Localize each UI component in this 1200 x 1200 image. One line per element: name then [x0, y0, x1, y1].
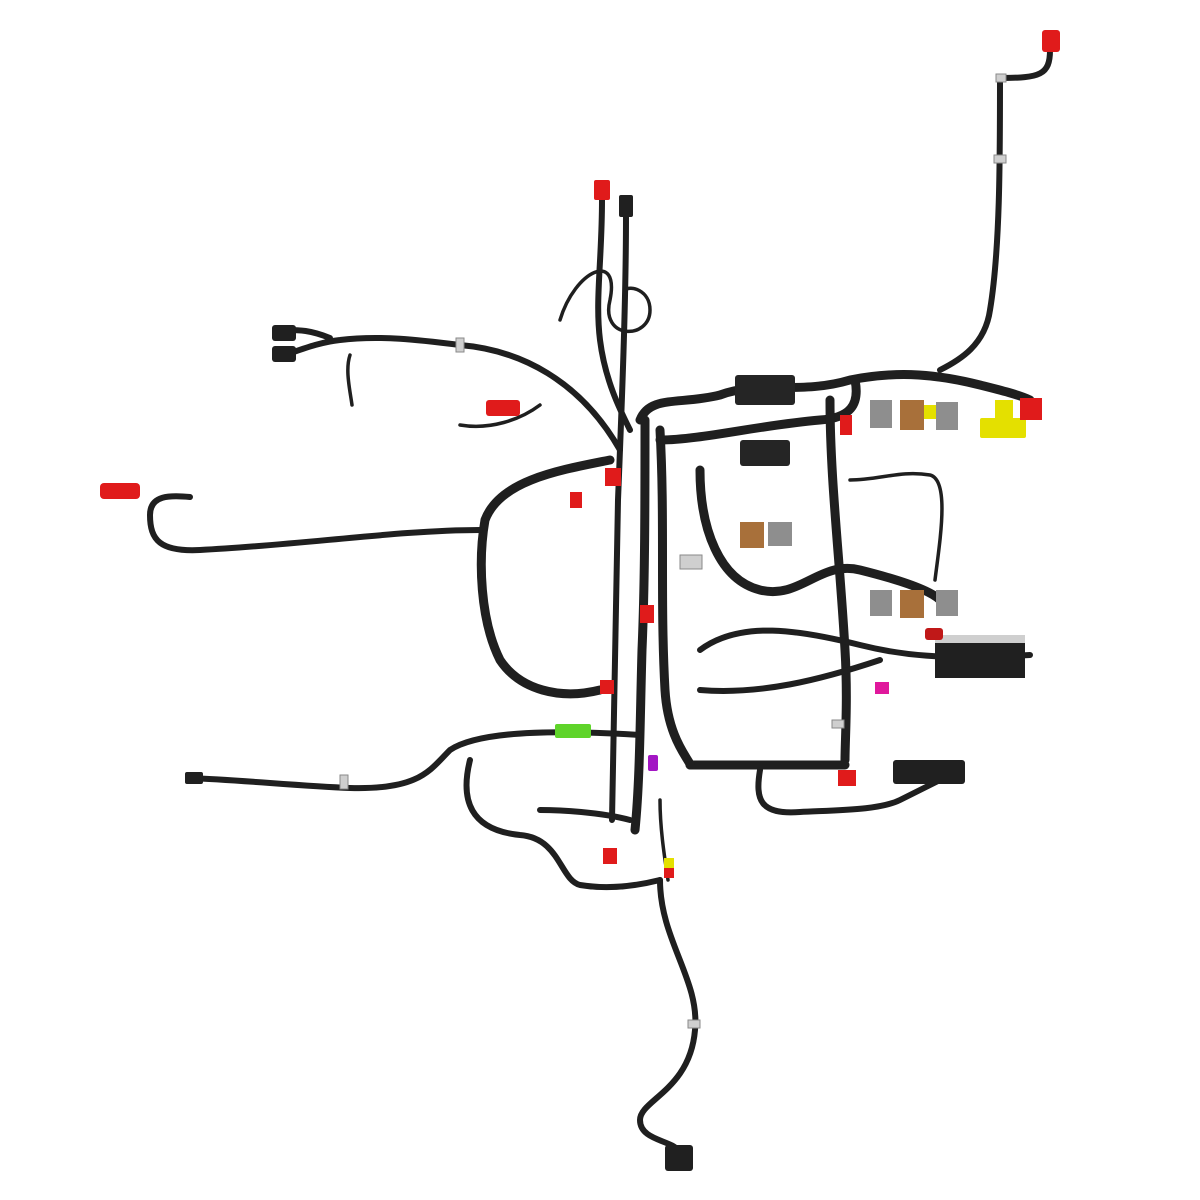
black-connector-icon [272, 346, 296, 362]
gray-connector-icon [768, 522, 792, 546]
clip [831, 719, 845, 729]
black-bracket-icon [893, 760, 965, 784]
red-connector-icon [640, 605, 654, 623]
wire-middle-s-curve [695, 465, 945, 605]
wire-upper-trunk [635, 370, 1035, 425]
yellow-connector-icon [922, 405, 940, 419]
gray-connector-icon [870, 400, 892, 428]
wire-lower-right [755, 767, 943, 816]
wire-right-vertical [825, 395, 851, 765]
red-connector-icon [600, 680, 614, 694]
red-connector-icon [603, 848, 617, 864]
red-connector-icon [570, 492, 582, 508]
red-connector-icon [594, 180, 610, 200]
wire-middle-right-2 [697, 657, 883, 694]
magenta-connector-icon [875, 682, 889, 694]
wire-center-vertical-2 [655, 425, 695, 770]
black-connector-icon [185, 772, 203, 784]
wire-thin-right [848, 471, 944, 582]
red-connector-icon [605, 468, 621, 486]
clip [687, 1019, 701, 1029]
clip [993, 154, 1007, 164]
wire-bottom-lead [637, 877, 699, 1153]
clip [679, 554, 703, 570]
gray-connector-icon [870, 590, 892, 616]
gray-connector-icon [936, 402, 958, 430]
black-connector-icon [272, 325, 296, 341]
clip [339, 774, 349, 790]
red-connector-icon [1020, 398, 1042, 420]
black-module-icon [935, 640, 1025, 678]
red-connector-icon [664, 868, 674, 878]
red-connector-icon [840, 415, 852, 435]
wire-upper-trunk-2 [655, 375, 861, 445]
purple-connector-icon [648, 755, 658, 771]
clip [995, 73, 1007, 83]
clip [455, 337, 465, 353]
red-connector-icon [486, 400, 520, 416]
red-cap-icon [925, 628, 943, 640]
wire-upper-left-3 [346, 353, 354, 407]
wire-lower-left-loop [463, 757, 663, 891]
green-connector-icon [555, 724, 591, 738]
red-plug-icon [100, 483, 140, 499]
red-connector-icon [1042, 30, 1060, 52]
wire-upper-left [282, 334, 623, 453]
module-bracket-icon [935, 635, 1025, 643]
wire-center-vertical [630, 415, 650, 835]
brown-connector-icon [740, 522, 764, 548]
black-module-icon [735, 375, 795, 405]
wire-lower-stub [537, 807, 633, 823]
yellow-connector-icon [995, 400, 1013, 420]
wire-top-center-loop [558, 269, 652, 333]
brown-connector-icon [900, 400, 924, 430]
yellow-connector-icon [980, 418, 1026, 438]
wire-upper-left-4 [458, 403, 542, 429]
gray-connector-icon [936, 590, 958, 616]
black-connector-icon [619, 195, 633, 217]
brown-connector-icon [900, 590, 924, 618]
black-module-icon [740, 440, 790, 466]
red-connector-icon [838, 770, 856, 786]
wire-left-lead [147, 493, 483, 554]
wire-lower-left [187, 729, 643, 792]
wire-top-right [937, 47, 1053, 373]
wire-left-loop [476, 455, 615, 699]
wire-top-center-black [609, 212, 629, 823]
black-connector-icon [665, 1145, 693, 1171]
yellow-connector-icon [664, 858, 674, 868]
